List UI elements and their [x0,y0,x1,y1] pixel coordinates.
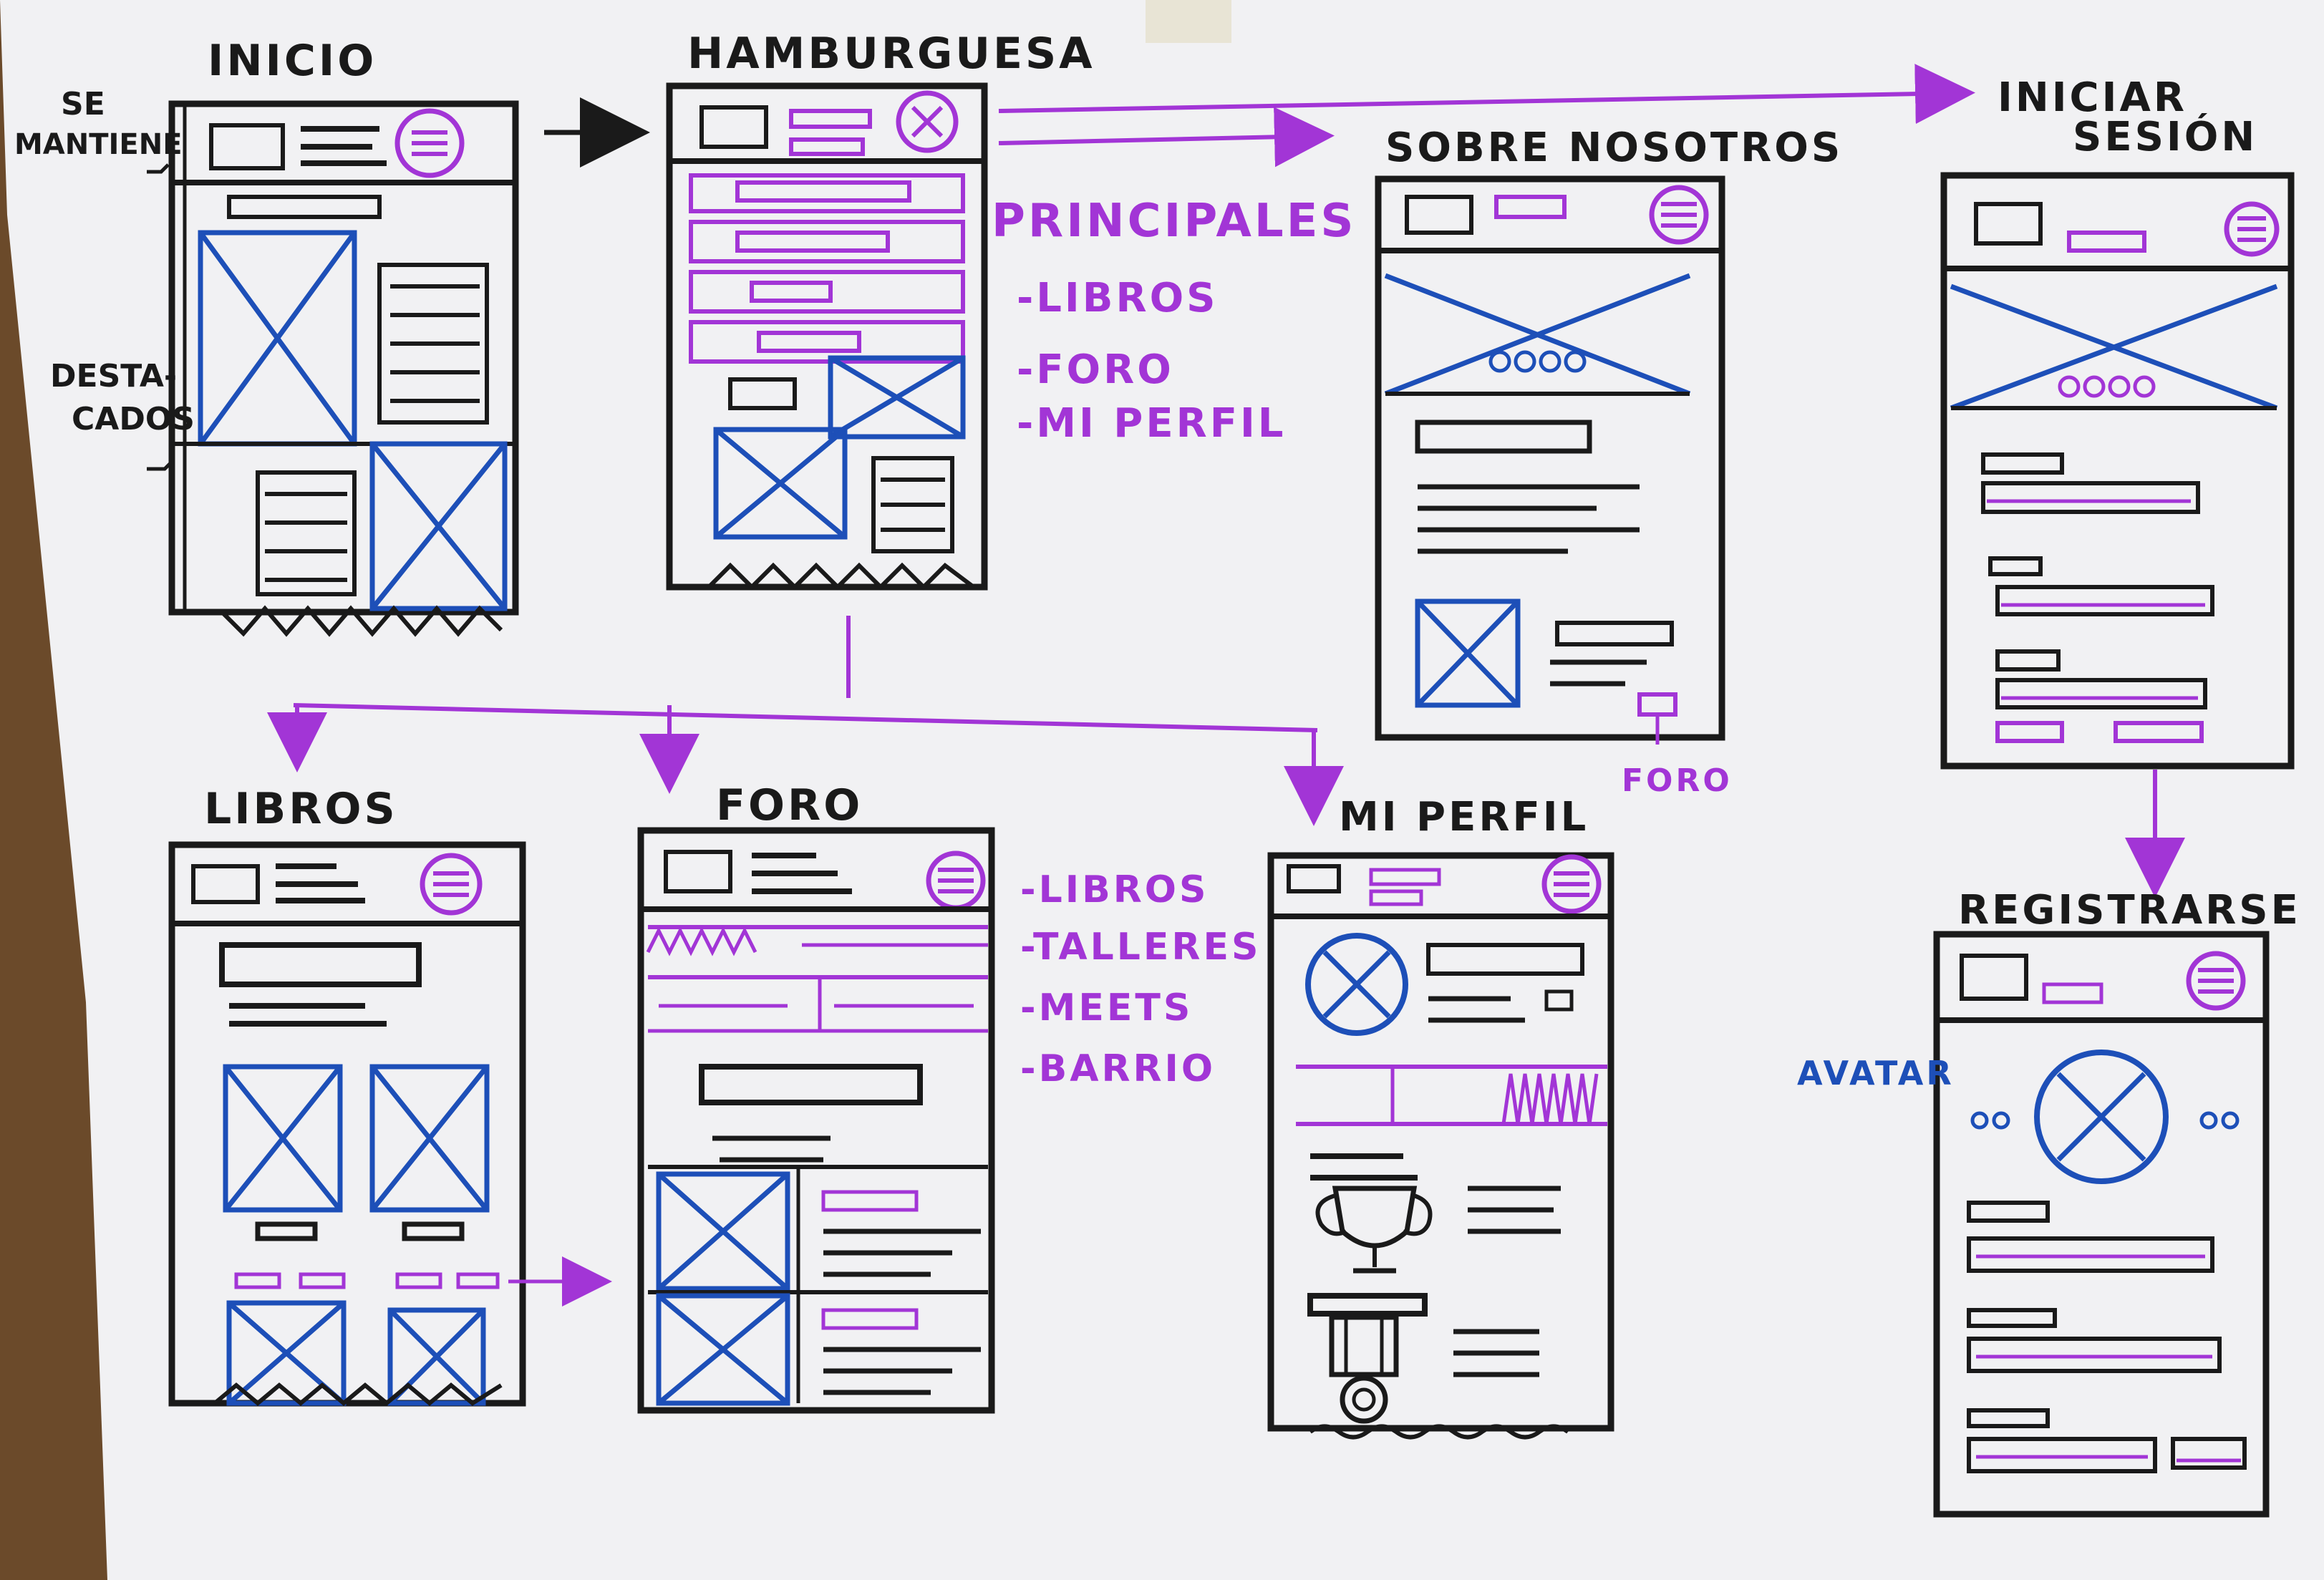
label-foro: FORO [716,780,863,830]
note-principales-mi-perfil: -MI PERFIL [1017,400,1287,447]
screen-sobre-nosotros [1375,175,1725,745]
note-foro-meets: -MEETS [1020,987,1193,1029]
label-inicio: INICIO [208,36,377,86]
screen-foro [637,827,995,1414]
note-foro-link: FORO [1622,762,1733,799]
note-principales-foro: -FORO [1017,346,1174,393]
label-mi-perfil: MI PERFIL [1339,794,1589,840]
screen-inicio [168,100,519,637]
screen-registrarse [1933,931,2270,1518]
tape [1146,0,1231,43]
label-sesion: SESIÓN [2073,114,2257,160]
note-mantiene: MANTIENE [14,128,183,161]
label-registrarse: REGISTRARSE [1958,887,2301,934]
note-cados: CADOS [72,401,195,437]
label-hamburguesa: HAMBURGUESA [687,29,1095,79]
screen-mi-perfil [1267,852,1614,1440]
note-avatar: AVATAR [1797,1054,1955,1092]
flow-arrows [147,64,2185,898]
screen-hamburguesa [666,82,988,591]
note-foro-talleres: -TALLERES [1020,926,1261,969]
screen-iniciar-sesion [1940,172,2295,770]
labels: INICIO HAMBURGUESA SOBRE NOSOTROS INICIA… [14,29,2301,1092]
label-sobre-nosotros: SOBRE NOSOTROS [1385,125,1843,171]
note-se: SE [61,86,105,122]
note-foro-barrio: -BARRIO [1020,1047,1216,1090]
label-libros: LIBROS [204,784,398,834]
label-iniciar: INICIAR [1998,74,2187,121]
note-principales-libros: -LIBROS [1017,275,1219,321]
note-principales: PRINCIPALES [992,195,1357,248]
screen-libros [168,841,612,1407]
note-desta: DESTA- [50,358,177,394]
note-foro-libros: -LIBROS [1020,868,1209,911]
